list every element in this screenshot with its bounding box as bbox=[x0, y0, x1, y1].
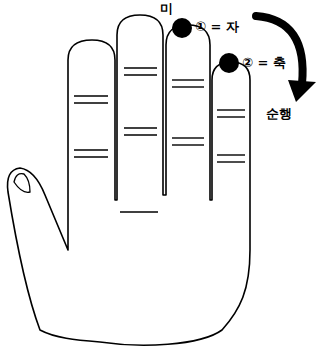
thumb-nail bbox=[14, 174, 30, 193]
hand-outline bbox=[8, 15, 251, 345]
finger-creases bbox=[74, 68, 245, 212]
fingertip-dot bbox=[172, 18, 192, 38]
callout-number: ① = 자 bbox=[195, 19, 239, 35]
direction-arrow bbox=[256, 16, 303, 84]
direction-label: 순행 bbox=[266, 106, 292, 122]
arrow-head bbox=[288, 80, 316, 102]
dot-label: 미 bbox=[160, 1, 173, 17]
callout-number: ② = 축 bbox=[242, 55, 286, 71]
fingertip-dot bbox=[219, 53, 239, 73]
